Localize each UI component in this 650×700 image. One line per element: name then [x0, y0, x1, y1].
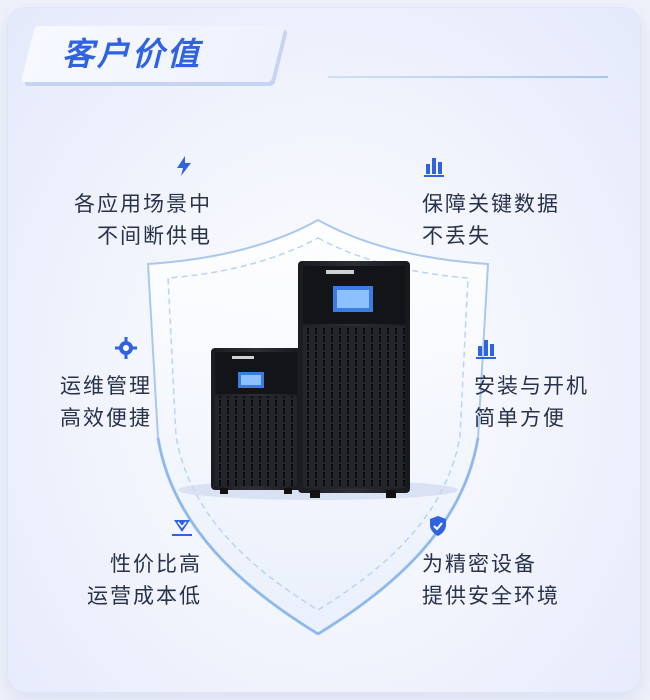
feature-line: 为精密设备 [422, 552, 537, 576]
feature-operations: 运维管理 高效便捷 [22, 336, 152, 434]
page-title: 客户价值 [62, 35, 203, 73]
feature-line: 运营成本低 [87, 584, 202, 608]
feature-line: 不间断供电 [97, 224, 212, 248]
shield-inner [167, 237, 469, 611]
title-underline [328, 76, 608, 78]
feature-line: 各应用场景中 [74, 192, 212, 216]
bar-chart-icon [476, 340, 496, 359]
ups-small [211, 348, 301, 494]
feature-safe-environment: 为精密设备 提供安全环境 [422, 514, 592, 612]
feature-line: 简单方便 [474, 406, 566, 430]
shield-check-icon [430, 516, 446, 536]
feature-data-protection: 保障关键数据 不丢失 [422, 154, 592, 252]
feature-line: 运维管理 [60, 374, 152, 398]
feature-line: 保障关键数据 [422, 192, 560, 216]
lightning-icon [177, 156, 191, 176]
shield-illustration [146, 218, 490, 636]
feature-line: 安装与开机 [474, 374, 589, 398]
feature-line: 不丢失 [422, 224, 491, 248]
value-card: 客户价值 各应用场景中 不间断供电 保障关键数据 不丢失 运维管理 高效便捷 [8, 8, 640, 692]
feature-uninterrupted-power: 各应用场景中 不间断供电 [42, 154, 212, 252]
feature-line: 性价比高 [110, 552, 202, 576]
diamond-icon [172, 520, 192, 536]
feature-line: 高效便捷 [60, 406, 152, 430]
feature-line: 提供安全环境 [422, 584, 560, 608]
feature-cost-effective: 性价比高 运营成本低 [62, 514, 202, 612]
gear-icon [115, 337, 137, 359]
ups-large [298, 261, 410, 498]
feature-easy-setup: 安装与开机 简单方便 [474, 336, 614, 434]
bar-chart-icon [424, 158, 444, 177]
